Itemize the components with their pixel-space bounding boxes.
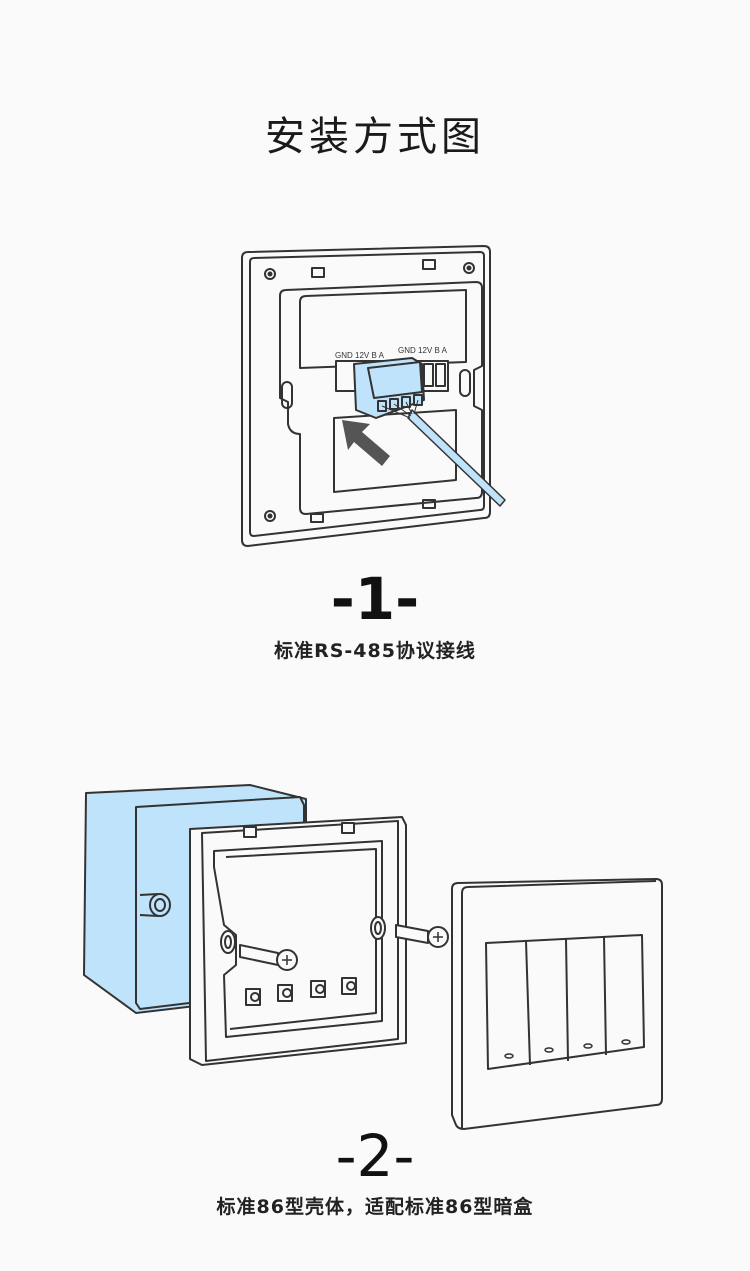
insert-arrow-icon <box>342 420 390 466</box>
clip-bottom-left <box>310 513 324 523</box>
switch-key-divider-3 <box>603 936 607 1056</box>
step-2-number: -2- <box>335 1122 415 1190</box>
rs485-wiring-illustration: GND 12V B A GND 12V B A <box>241 245 506 547</box>
wall-box-mounting-illustration <box>83 784 663 1130</box>
frame-inner-opening <box>213 840 383 1038</box>
switch-key-divider-2 <box>565 938 569 1062</box>
terminal-label-left: GND 12V B A <box>335 351 385 360</box>
led-indicator-4 <box>621 1039 631 1045</box>
terminal-label-right: GND 12V B A <box>398 346 448 355</box>
corner-hole-bl <box>264 510 276 522</box>
led-indicator-1 <box>504 1053 514 1059</box>
step-1-number: -1- <box>330 565 420 633</box>
clip-bottom-right <box>422 499 436 509</box>
corner-hole-tl <box>264 268 276 280</box>
step-1-caption: 标准RS-485协议接线 <box>274 640 476 662</box>
side-slot-right <box>459 369 471 397</box>
led-indicator-3 <box>583 1043 593 1049</box>
corner-hole-tr <box>463 262 475 274</box>
switch-key-divider-1 <box>525 940 531 1066</box>
side-slot-left <box>281 381 293 409</box>
led-indicator-2 <box>544 1047 554 1053</box>
step-2-caption: 标准86型壳体，适配标准86型暗盒 <box>216 1196 534 1218</box>
housing-top-face <box>299 289 467 369</box>
clip-top-right <box>422 259 436 270</box>
page-title: 安装方式图 <box>265 114 485 160</box>
back-plate-inner <box>249 251 485 537</box>
housing <box>279 281 483 515</box>
clip-top-left <box>311 267 325 278</box>
screw-right <box>395 924 429 944</box>
switch-keys-area <box>485 934 645 1070</box>
